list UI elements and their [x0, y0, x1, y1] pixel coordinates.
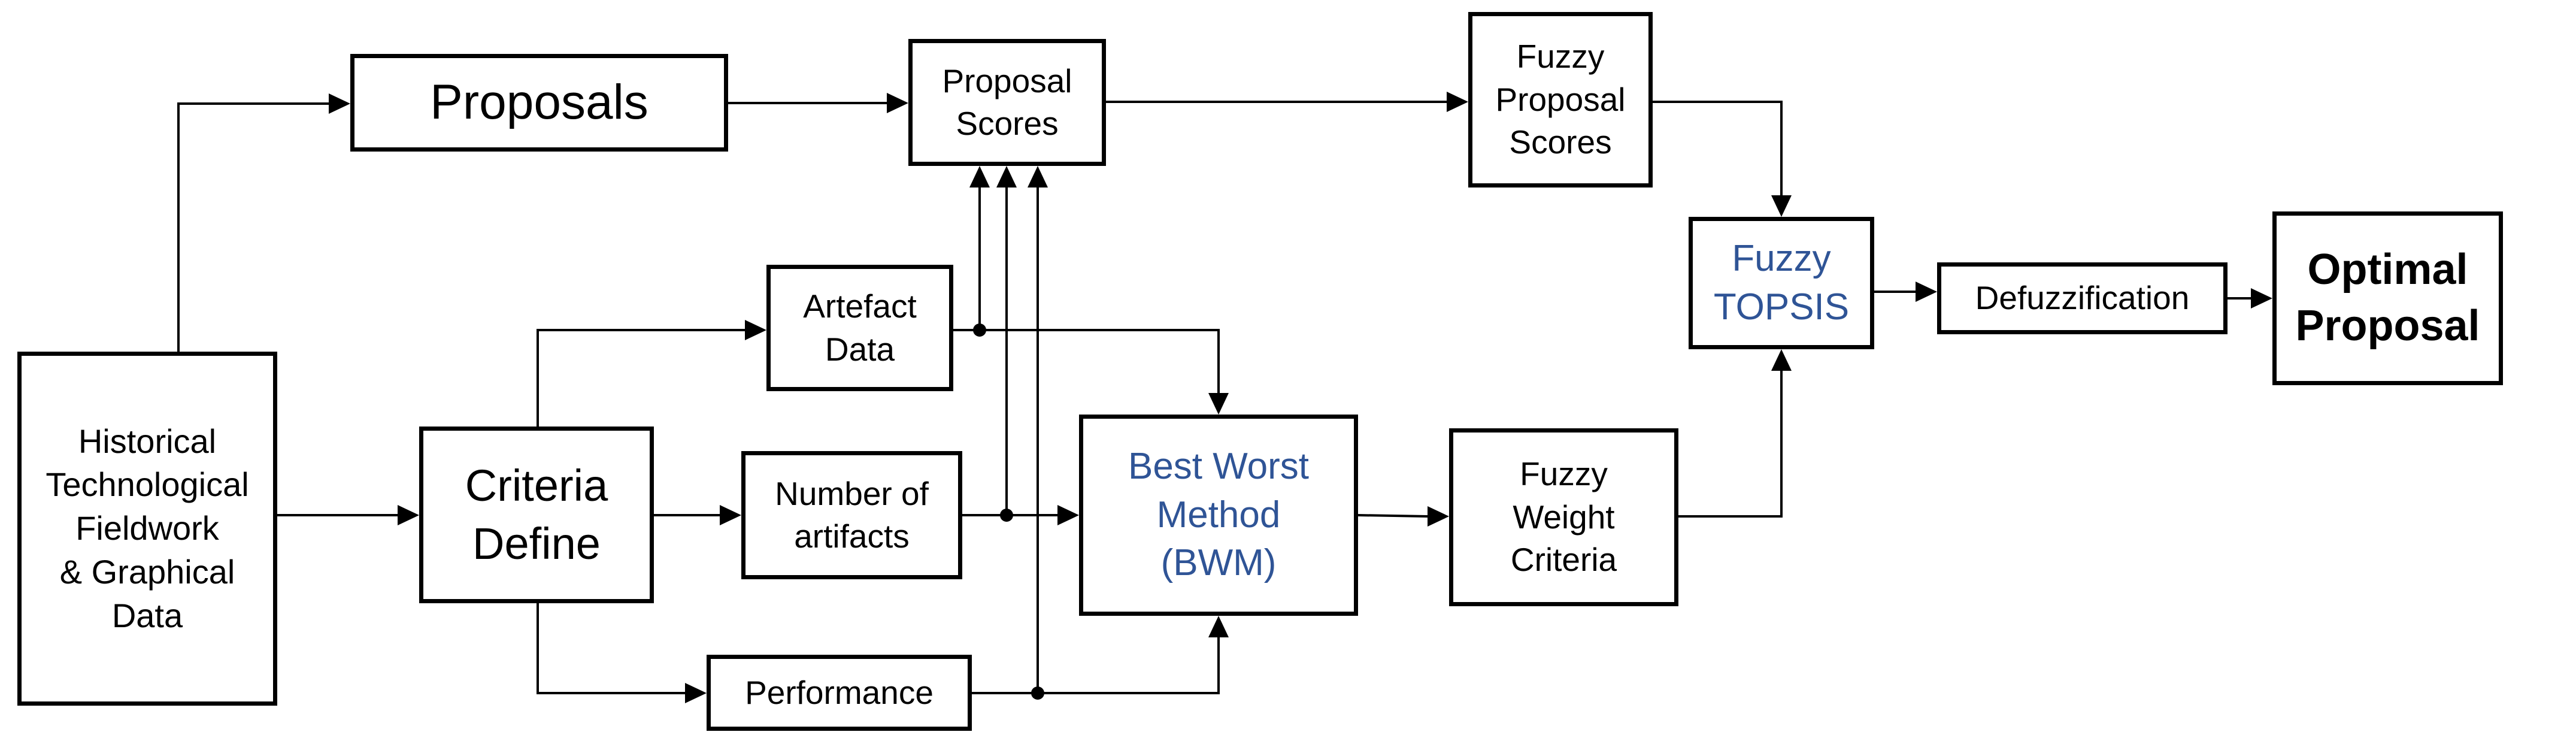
node-fuzzy-weight-criteria: Fuzzy Weight Criteria [1449, 428, 1678, 606]
arrowhead-into-criteria [398, 505, 419, 525]
arrowhead-into-bwm-bottom [1208, 616, 1229, 637]
arrowhead-into-performance [685, 683, 707, 703]
arrowhead-into-fuzzy-topsis-top [1771, 195, 1792, 217]
node-criteria-define: Criteria Define [419, 427, 654, 603]
node-fuzzy-topsis: Fuzzy TOPSIS [1689, 217, 1874, 349]
junction-dot-number-of-artifacts [1000, 509, 1013, 522]
arrowhead-into-proposals [329, 93, 350, 114]
edge-criteria-to-performance [537, 603, 685, 694]
arrowhead-into-optimal [2251, 288, 2272, 309]
arrowhead-into-proposal-scores-bottom-2 [996, 166, 1017, 187]
node-fuzzy-proposal-scores: Fuzzy Proposal Scores [1468, 12, 1653, 187]
node-optimal-proposal: Optimal Proposal [2272, 211, 2503, 385]
edge-historical-to-proposals [177, 102, 329, 352]
arrowhead-into-fuzzy-proposal-scores [1447, 92, 1468, 112]
edge-bwm-to-fuzzy-weight-criteria [1357, 514, 1428, 518]
arrowhead-into-bwm-top [1208, 393, 1229, 415]
arrowhead-into-bwm-left [1057, 505, 1079, 525]
node-number-of-artifacts: Number of artifacts [741, 451, 962, 579]
arrowhead-into-fuzzy-topsis-bottom [1771, 349, 1792, 371]
arrowhead-into-proposal-scores-left [887, 93, 908, 113]
node-historical-data: Historical Technological Fieldwork & Gra… [17, 352, 277, 706]
node-best-worst-method: Best Worst Method (BWM) [1079, 415, 1358, 616]
edge-criteria-to-artefact [537, 329, 745, 427]
edge-artefact-to-bwm [953, 329, 1220, 393]
junction-dot-artefact [973, 323, 986, 337]
node-artefact-data: Artefact Data [766, 265, 953, 391]
edge-fuzzy-weight-criteria-to-fuzzy-topsis [1678, 371, 1783, 518]
node-proposals: Proposals [350, 54, 728, 152]
node-proposal-scores: Proposal Scores [908, 39, 1106, 166]
arrowhead-into-defuzzification [1916, 282, 1937, 302]
arrowhead-into-proposal-scores-bottom-3 [1028, 166, 1048, 187]
arrowhead-into-number-of-artifacts [720, 505, 741, 525]
arrowhead-into-fuzzy-weight-criteria [1428, 506, 1449, 527]
edge-performance-to-bwm [972, 637, 1220, 694]
arrowhead-into-artefact [745, 320, 766, 340]
node-defuzzification: Defuzzification [1937, 262, 2228, 334]
node-performance: Performance [707, 655, 972, 731]
edge-fuzzy-proposal-scores-to-fuzzy-topsis [1653, 101, 1783, 195]
arrowhead-into-proposal-scores-bottom-1 [969, 166, 990, 187]
junction-dot-performance [1031, 686, 1044, 700]
